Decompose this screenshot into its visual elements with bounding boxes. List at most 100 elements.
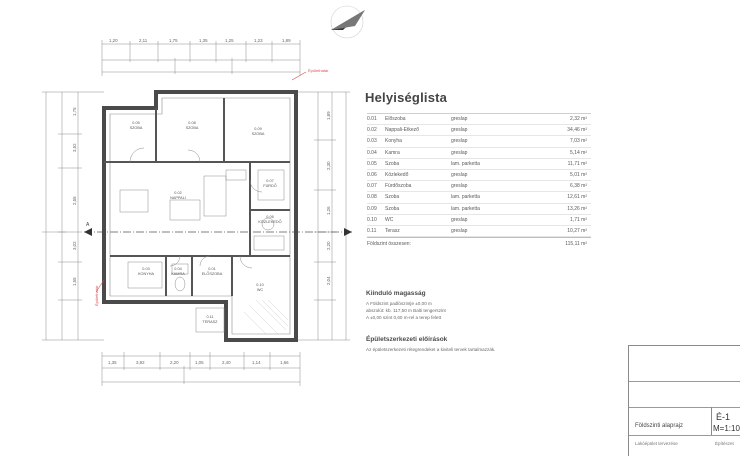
- title-block: Földszinti alaprajz É-1 M=1:100 Lakóépül…: [628, 345, 740, 456]
- svg-text:3,92: 3,92: [136, 360, 145, 365]
- boundary-callouts: Épülethatár Épülethatár: [94, 68, 329, 306]
- svg-text:SZOBA: SZOBA: [130, 126, 143, 130]
- svg-text:0.07: 0.07: [266, 179, 273, 183]
- total-area: 115,11 m²: [565, 240, 587, 247]
- note-structure: Épületszerkezeti előírások Az épületszer…: [366, 336, 596, 353]
- svg-text:0.06: 0.06: [266, 215, 273, 219]
- svg-text:1,25: 1,25: [225, 38, 234, 43]
- svg-text:0.10: 0.10: [256, 283, 263, 287]
- note-title: Épületszerkezeti előírások: [366, 336, 448, 343]
- dimension-left: [42, 91, 104, 341]
- dimension-right-labels: 1,89 2,30 1,26 2,20 2,04: [326, 111, 331, 285]
- sheet-code: É-1: [716, 412, 731, 422]
- title-block-footer: Lakóépület tervezése: [635, 441, 678, 446]
- svg-text:WC: WC: [257, 288, 264, 292]
- sheet-name: Földszinti alaprajz: [635, 423, 684, 429]
- svg-text:2,04: 2,04: [326, 276, 331, 285]
- exterior-walls: [102, 90, 298, 342]
- furniture: [119, 169, 285, 333]
- title-block-footer-right: Építészet: [715, 441, 734, 446]
- svg-text:2,40: 2,40: [222, 360, 231, 365]
- dimension-bottom-labels: 1,35 3,92 2,20 1,05 2,40 1,14 1,66: [108, 360, 289, 365]
- dimension-bottom: [101, 352, 301, 386]
- svg-text:TERASZ: TERASZ: [203, 320, 219, 324]
- room-schedule-title: Helyiséglista: [365, 90, 448, 105]
- svg-text:1,75: 1,75: [72, 107, 77, 116]
- dimension-top: [101, 40, 301, 76]
- svg-text:KÖZLEKEDŐ: KÖZLEKEDŐ: [258, 219, 281, 224]
- door-swings: [129, 147, 263, 269]
- svg-text:2,20: 2,20: [326, 241, 331, 250]
- svg-text:1,66: 1,66: [280, 360, 289, 365]
- svg-text:3,52: 3,52: [72, 143, 77, 152]
- interior-walls: [104, 98, 290, 296]
- svg-text:1,05: 1,05: [195, 360, 204, 365]
- svg-text:SZOBA: SZOBA: [252, 132, 265, 136]
- svg-text:0.11: 0.11: [206, 315, 213, 319]
- svg-text:3,02: 3,02: [72, 241, 77, 250]
- north-arrow-icon: [330, 5, 365, 39]
- svg-text:A: A: [86, 222, 90, 228]
- svg-text:2,20: 2,20: [170, 360, 179, 365]
- room-schedule-total: Földszint összesen: 115,11 m²: [367, 237, 591, 249]
- svg-text:0.02: 0.02: [174, 191, 181, 195]
- note-line: A Földszint padlószintje ±0,00 m: [366, 301, 432, 306]
- note-line: Az épületszerkezeti rétegrendeket a kivi…: [366, 347, 496, 352]
- svg-text:0.05: 0.05: [132, 121, 139, 125]
- svg-text:1,35: 1,35: [199, 38, 208, 43]
- svg-text:ELŐSZOBA: ELŐSZOBA: [202, 271, 223, 276]
- svg-text:1,89: 1,89: [282, 38, 291, 43]
- sheet-scale: M=1:100: [713, 424, 740, 433]
- svg-text:1,14: 1,14: [252, 360, 261, 365]
- svg-text:0.03: 0.03: [142, 267, 149, 271]
- svg-text:KAMRA: KAMRA: [171, 272, 185, 276]
- svg-text:Épülethatár: Épülethatár: [308, 68, 329, 73]
- title-block-sheet: Földszinti alaprajz: [629, 407, 712, 435]
- svg-text:FÜRDŐ: FÜRDŐ: [263, 183, 277, 188]
- room-tags: 0.05 SZOBA 0.08 SZOBA 0.09 SZOBA 0.02 NA…: [130, 121, 282, 324]
- svg-text:2,55: 2,55: [72, 196, 77, 205]
- svg-text:1,26: 1,26: [326, 206, 331, 215]
- svg-text:KONYHA: KONYHA: [138, 272, 155, 276]
- note-elevation: Kiinduló magasság A Földszint padlószint…: [366, 290, 596, 321]
- dimension-left-labels: 1,75 3,52 2,55 3,02 1,55: [72, 107, 77, 286]
- svg-text:Épülethatár: Épülethatár: [94, 285, 99, 306]
- svg-text:1,20: 1,20: [109, 38, 118, 43]
- svg-text:0.08: 0.08: [188, 121, 195, 125]
- svg-text:NAPPALI: NAPPALI: [170, 196, 186, 200]
- svg-text:1,35: 1,35: [108, 360, 117, 365]
- total-label: Földszint összesen:: [367, 240, 411, 247]
- note-line: abszolút: kb. 117,50 m Balti tengerszint: [366, 308, 446, 313]
- svg-text:1,75: 1,75: [169, 38, 178, 43]
- svg-text:2,30: 2,30: [326, 161, 331, 170]
- svg-text:0.09: 0.09: [254, 127, 261, 131]
- section-line: A: [84, 222, 352, 236]
- dimension-right: [296, 91, 350, 341]
- dimension-top-labels: 1,20 2,11 1,75 1,35 1,25 1,23 1,89: [109, 38, 291, 43]
- note-title: Kiinduló magasság: [366, 290, 426, 297]
- note-line: A ±0,00 szint 0,60 m-rel a terep felett: [366, 315, 442, 320]
- svg-text:SZOBA: SZOBA: [186, 126, 199, 130]
- svg-text:2,11: 2,11: [139, 38, 148, 43]
- floor-plan: 1,20 2,11 1,75 1,35 1,25 1,23 1,89 1,35 …: [42, 38, 352, 386]
- svg-text:1,89: 1,89: [326, 111, 331, 120]
- svg-text:1,23: 1,23: [254, 38, 263, 43]
- svg-text:1,55: 1,55: [72, 277, 77, 286]
- hatching: [243, 299, 289, 335]
- exterior-wall-inner-line: [109, 97, 291, 335]
- svg-text:0.04: 0.04: [174, 267, 181, 271]
